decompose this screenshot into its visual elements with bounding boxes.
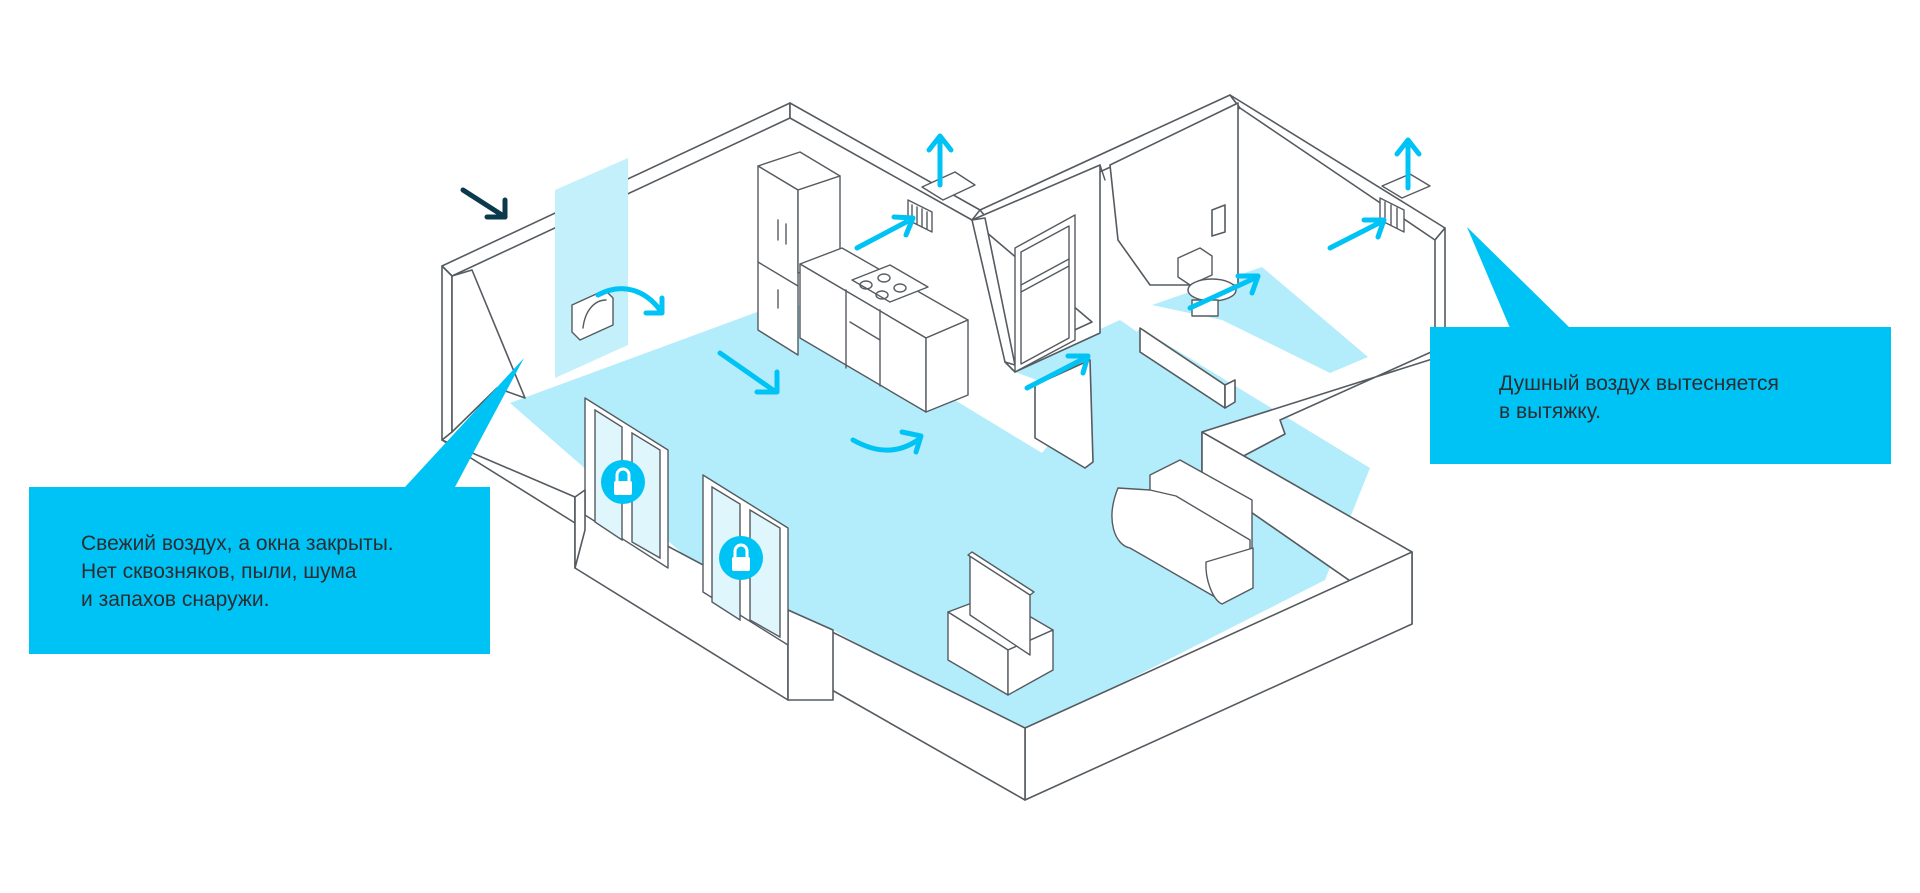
padlock-icon bbox=[719, 536, 763, 580]
kitchen-exhaust-grille bbox=[907, 171, 976, 233]
sofa bbox=[1111, 459, 1254, 605]
bath-duct-up-arrow-icon bbox=[1394, 137, 1422, 191]
tv-stand bbox=[947, 551, 1054, 696]
purifier-output-arrow-icon bbox=[595, 286, 665, 316]
intake-arrow-icon bbox=[460, 187, 508, 220]
wall-air-purifier bbox=[555, 158, 628, 378]
left-callout-box bbox=[29, 358, 524, 654]
right-callout-box bbox=[1430, 227, 1891, 464]
room-flow-arrow-1-icon bbox=[717, 350, 780, 395]
kitchen-to-vent-arrow-icon bbox=[854, 214, 916, 251]
bath-to-vent-arrow-icon bbox=[1327, 217, 1387, 251]
kitchen-units bbox=[757, 151, 969, 413]
left-callout-text: Свежий воздух, а окна закрыты. Нет сквоз… bbox=[81, 532, 394, 611]
toilet bbox=[1177, 247, 1237, 317]
right-callout-text: Душный воздух вытесняется в вытяжку. bbox=[1499, 372, 1779, 423]
room-flow-arrow-2-icon bbox=[850, 429, 924, 455]
bathroom-door bbox=[1014, 214, 1076, 373]
bath-flow-arrow-icon bbox=[1187, 273, 1261, 311]
door-flow-arrow-icon bbox=[1024, 353, 1091, 391]
kitchen-duct-up-arrow-icon bbox=[926, 133, 954, 188]
airflow-arrows bbox=[460, 133, 1422, 455]
padlock-icon bbox=[601, 460, 645, 504]
